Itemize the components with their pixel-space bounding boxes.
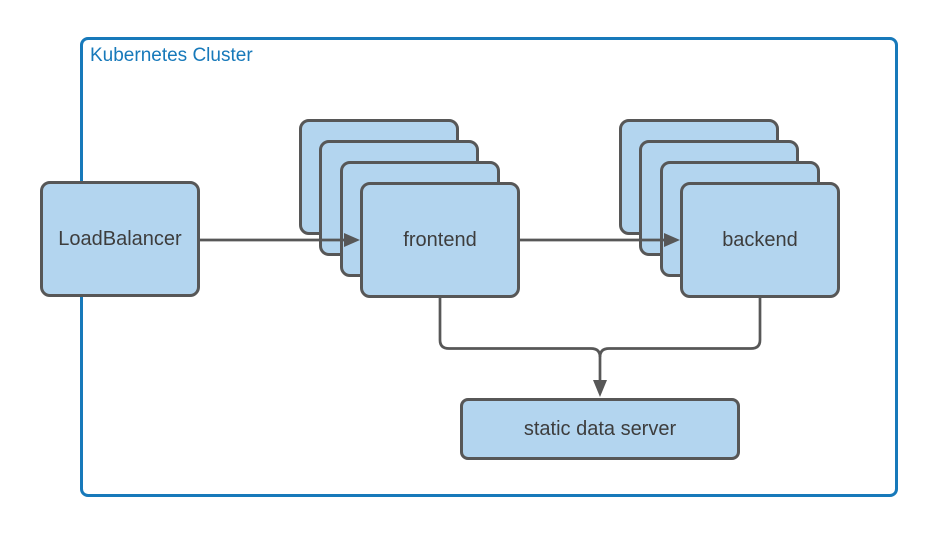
node-frontend: frontend	[360, 182, 520, 298]
node-backend-label: backend	[722, 228, 798, 251]
node-loadbalancer: LoadBalancer	[40, 181, 200, 297]
node-static-data-server: static data server	[460, 398, 740, 460]
node-loadbalancer-label: LoadBalancer	[58, 227, 182, 250]
cluster-label: Kubernetes Cluster	[90, 45, 253, 66]
node-frontend-label: frontend	[403, 228, 477, 251]
node-static-data-server-label: static data server	[523, 417, 677, 440]
node-backend: backend	[680, 182, 840, 298]
